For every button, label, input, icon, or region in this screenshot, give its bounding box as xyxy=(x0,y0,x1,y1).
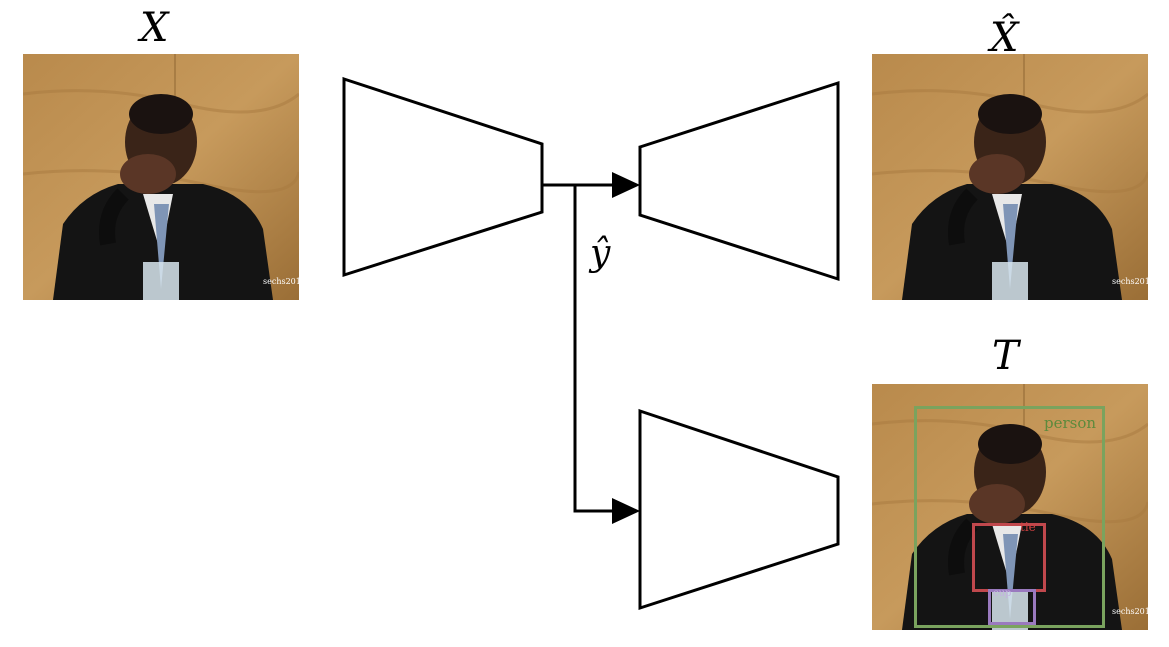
bbox-tie-label: tie xyxy=(1020,520,1036,534)
svg-text:sechs2011: sechs2011 xyxy=(1112,277,1148,286)
latent-to-task-line xyxy=(573,185,614,513)
reconstructed-image: sechs2011 xyxy=(872,54,1148,300)
task-arrowhead xyxy=(612,498,640,524)
bbox-person xyxy=(914,406,1105,628)
input-image-label: X xyxy=(140,5,169,51)
bbox-cup-label: cup xyxy=(993,588,1012,599)
task-output-label: T xyxy=(992,333,1019,379)
decoder-arrowhead xyxy=(612,172,640,198)
task-head-block xyxy=(638,408,840,611)
input-image: sechs2011 xyxy=(23,54,299,300)
bbox-cup xyxy=(988,589,1036,625)
latent-label: ŷ xyxy=(590,233,611,274)
detection-output-image: sechs2011 person tie cup xyxy=(872,384,1148,630)
decoder-block xyxy=(638,80,840,282)
svg-text:sechs2011: sechs2011 xyxy=(263,277,299,286)
reconstruction-label: X̂ xyxy=(990,15,1019,61)
encoder-block xyxy=(342,76,544,278)
svg-text:sechs2011: sechs2011 xyxy=(1112,607,1148,616)
bbox-person-label: person xyxy=(1044,414,1097,432)
